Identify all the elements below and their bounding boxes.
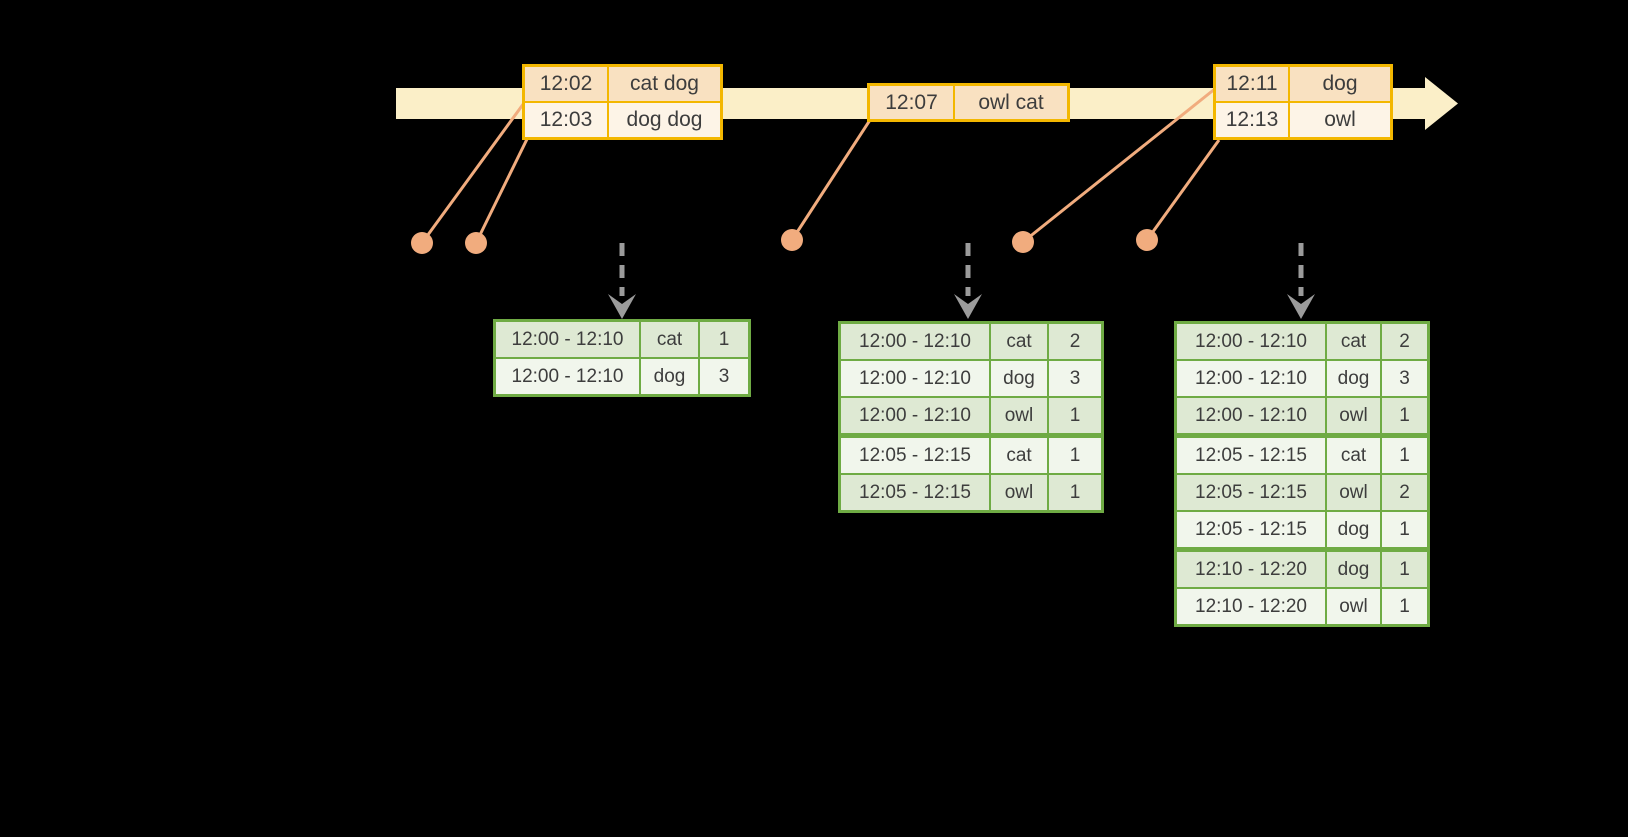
word-cell: owl: [1327, 589, 1380, 624]
word-cell: owl: [991, 398, 1047, 433]
word-cell: owl: [1327, 398, 1380, 433]
event-words: dog dog: [609, 103, 720, 137]
event-dot: [1136, 229, 1158, 251]
count-cell: 1: [1382, 552, 1427, 587]
event-row: 12:13 owl: [1216, 103, 1390, 137]
trigger-arrow-head-icon: [1287, 294, 1315, 319]
trigger-arrow-head-icon: [954, 294, 982, 319]
event-time: 12:11: [1216, 67, 1288, 101]
result-row: 12:00 - 12:10 dog 3: [496, 359, 748, 394]
result-row: 12:05 - 12:15 cat 1: [841, 438, 1101, 473]
window-cell: 12:00 - 12:10: [841, 398, 989, 433]
event-time: 12:03: [525, 103, 607, 137]
count-cell: 1: [1049, 475, 1101, 510]
event-words: dog: [1290, 67, 1390, 101]
count-cell: 1: [1049, 438, 1101, 473]
result-row: 12:05 - 12:15 cat 1: [1177, 438, 1427, 473]
window-cell: 12:05 - 12:15: [1177, 438, 1325, 473]
word-cell: dog: [1327, 552, 1380, 587]
event-time: 12:07: [870, 86, 953, 119]
count-cell: 3: [1049, 361, 1101, 396]
trigger-arrow-head-icon: [608, 294, 636, 319]
result-row: 12:00 - 12:10 dog 3: [841, 361, 1101, 396]
word-cell: dog: [641, 359, 698, 394]
event-table-3: 12:11 dog 12:13 owl: [1213, 64, 1393, 140]
count-cell: 3: [1382, 361, 1427, 396]
event-row: 12:07 owl cat: [870, 86, 1067, 119]
count-cell: 1: [1049, 398, 1101, 433]
event-dot: [781, 229, 803, 251]
result-row: 12:05 - 12:15 dog 1: [1177, 512, 1427, 547]
result-table-3: 12:00 - 12:10 cat 2 12:00 - 12:10 dog 3 …: [1174, 321, 1430, 627]
word-cell: cat: [1327, 438, 1380, 473]
event-time: 12:13: [1216, 103, 1288, 137]
word-cell: cat: [641, 322, 698, 357]
event-connector-line: [474, 132, 532, 244]
count-cell: 1: [1382, 398, 1427, 433]
window-cell: 12:00 - 12:10: [496, 359, 639, 394]
window-cell: 12:05 - 12:15: [1177, 475, 1325, 510]
count-cell: 1: [1382, 438, 1427, 473]
count-cell: 1: [1382, 589, 1427, 624]
event-words: cat dog: [609, 67, 720, 101]
event-row: 12:03 dog dog: [525, 103, 720, 137]
result-row: 12:00 - 12:10 cat 2: [1177, 324, 1427, 359]
window-cell: 12:05 - 12:15: [841, 438, 989, 473]
count-cell: 2: [1382, 475, 1427, 510]
result-row: 12:00 - 12:10 dog 3: [1177, 361, 1427, 396]
result-table-1: 12:00 - 12:10 cat 1 12:00 - 12:10 dog 3: [493, 319, 751, 397]
word-cell: cat: [1327, 324, 1380, 359]
event-connector-line: [1145, 139, 1221, 241]
word-cell: dog: [991, 361, 1047, 396]
window-cell: 12:00 - 12:10: [841, 361, 989, 396]
word-cell: dog: [1327, 361, 1380, 396]
count-cell: 1: [1382, 512, 1427, 547]
result-row: 12:00 - 12:10 owl 1: [841, 398, 1101, 433]
result-row: 12:05 - 12:15 owl 2: [1177, 475, 1427, 510]
result-row: 12:10 - 12:20 dog 1: [1177, 552, 1427, 587]
result-row: 12:00 - 12:10 owl 1: [1177, 398, 1427, 433]
word-cell: owl: [991, 475, 1047, 510]
result-row: 12:05 - 12:15 owl 1: [841, 475, 1101, 510]
event-dot: [1012, 231, 1034, 253]
event-dot: [411, 232, 433, 254]
timeline-arrowhead-icon: [1425, 77, 1458, 130]
event-row: 12:02 cat dog: [525, 67, 720, 101]
event-connector-line: [420, 102, 526, 244]
event-dot: [465, 232, 487, 254]
event-table-1: 12:02 cat dog 12:03 dog dog: [522, 64, 723, 140]
event-words: owl: [1290, 103, 1390, 137]
result-row: 12:10 - 12:20 owl 1: [1177, 589, 1427, 624]
result-table-2: 12:00 - 12:10 cat 2 12:00 - 12:10 dog 3 …: [838, 321, 1104, 513]
window-cell: 12:05 - 12:15: [841, 475, 989, 510]
count-cell: 3: [700, 359, 748, 394]
word-cell: dog: [1327, 512, 1380, 547]
window-cell: 12:00 - 12:10: [1177, 324, 1325, 359]
result-row: 12:00 - 12:10 cat 1: [496, 322, 748, 357]
event-words: owl cat: [955, 86, 1067, 119]
window-cell: 12:10 - 12:20: [1177, 552, 1325, 587]
count-cell: 2: [1382, 324, 1427, 359]
window-cell: 12:10 - 12:20: [1177, 589, 1325, 624]
window-cell: 12:00 - 12:10: [1177, 361, 1325, 396]
window-cell: 12:05 - 12:15: [1177, 512, 1325, 547]
word-cell: owl: [1327, 475, 1380, 510]
window-cell: 12:00 - 12:10: [1177, 398, 1325, 433]
window-cell: 12:00 - 12:10: [496, 322, 639, 357]
count-cell: 1: [700, 322, 748, 357]
event-connector-line: [790, 119, 872, 241]
word-cell: cat: [991, 324, 1047, 359]
word-cell: cat: [991, 438, 1047, 473]
event-time: 12:02: [525, 67, 607, 101]
count-cell: 2: [1049, 324, 1101, 359]
event-table-2: 12:07 owl cat: [867, 83, 1070, 122]
window-cell: 12:00 - 12:10: [841, 324, 989, 359]
event-row: 12:11 dog: [1216, 67, 1390, 101]
result-row: 12:00 - 12:10 cat 2: [841, 324, 1101, 359]
